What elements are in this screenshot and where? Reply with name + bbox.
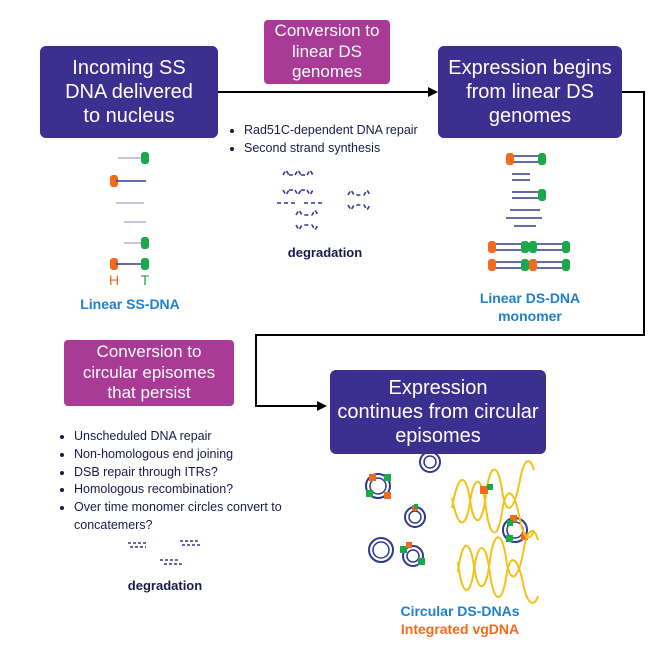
node-conversion-circular: Conversion to circular episomes that per… bbox=[64, 340, 234, 406]
linear-ss-dna-label: Linear SS-DNA bbox=[80, 296, 180, 312]
list-item: Homologous recombination? bbox=[74, 481, 289, 499]
bottom-degradation-fragments bbox=[128, 540, 200, 565]
bottom-bullet-list: Unscheduled DNA repair Non-homologous en… bbox=[58, 428, 289, 535]
node-incoming-label: Incoming SS DNA delivered to nucleus bbox=[65, 57, 193, 127]
flow-arrows bbox=[218, 87, 645, 411]
linear-ss-dna-strands bbox=[110, 152, 149, 270]
node-conversion-linear: Conversion to linear DS genomes bbox=[264, 20, 390, 84]
node-expression-continues-label: Expression continues from circular episo… bbox=[337, 377, 539, 447]
degradation-top-label: degradation bbox=[287, 245, 363, 260]
list-item: Second strand synthesis bbox=[244, 140, 464, 158]
list-item: Rad51C-dependent DNA repair bbox=[244, 122, 464, 140]
node-incoming-ss-dna: Incoming SS DNA delivered to nucleus bbox=[40, 46, 218, 138]
degradation-bottom-label: degradation bbox=[127, 578, 203, 593]
connector-right-down bbox=[255, 91, 645, 411]
integrated-helices bbox=[451, 460, 539, 604]
top-bullet-list: Rad51C-dependent DNA repair Second stran… bbox=[228, 122, 464, 158]
list-item: Non-homologous end joining bbox=[74, 446, 289, 464]
list-item: Unscheduled DNA repair bbox=[74, 428, 289, 446]
node-expression-continues: Expression continues from circular episo… bbox=[330, 370, 546, 454]
list-item: Over time monomer circles convert to con… bbox=[74, 499, 289, 535]
node-expression-begins-label: Expression begins from linear DS genomes bbox=[448, 57, 612, 127]
linear-ds-dna-label: Linear DS-DNA monomer bbox=[479, 290, 581, 324]
node-conversion-circular-label: Conversion to circular episomes that per… bbox=[82, 342, 216, 403]
node-conversion-linear-label: Conversion to linear DS genomes bbox=[274, 21, 380, 82]
top-degradation-fragments bbox=[277, 168, 371, 232]
t-end-letter: T bbox=[140, 272, 150, 288]
circular-ds-dna-label: Circular DS-DNAs bbox=[400, 603, 520, 619]
node-expression-begins: Expression begins from linear DS genomes bbox=[438, 46, 622, 138]
h-end-letter: H bbox=[108, 272, 120, 288]
linear-ds-dna-strands bbox=[488, 153, 570, 271]
list-item: DSB repair through ITRs? bbox=[74, 464, 289, 482]
integrated-vgdna-label: Integrated vgDNA bbox=[400, 621, 520, 637]
